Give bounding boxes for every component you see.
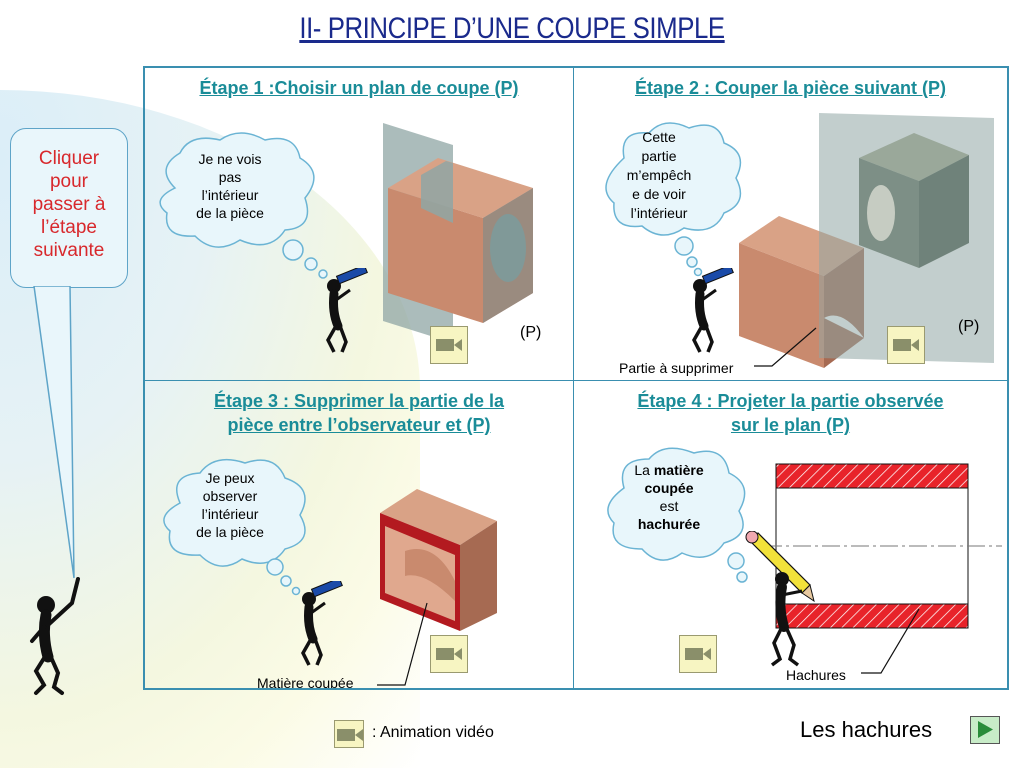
next-step-callout: Cliquer pour passer à l’étape suivante [10,128,128,288]
next-page-label[interactable]: Les hachures [800,717,933,742]
thought-line: partie [641,148,677,164]
thought-word-bold: hachurée [637,516,701,532]
thought-cloud-icon [605,122,742,277]
camera-icon [685,648,711,660]
thought-text: Je ne vois pas l’intérieur de la pièce [170,150,290,222]
observer-telescope-icon [326,268,368,353]
title-line: pièce entre l’observateur et (P) [227,415,491,435]
callout-line: l’étape [41,217,97,238]
observer-telescope-icon [692,268,734,353]
video-button[interactable] [887,326,925,364]
callout-line: suivante [33,240,105,261]
camera-icon [436,648,462,660]
thought-line: observer [202,488,258,504]
stick-figure-pointing-icon [30,577,80,695]
video-button[interactable] [679,635,717,673]
hatch-label: Hachures [786,667,846,683]
thought-text: La matière coupée est hachurée [614,461,724,533]
thought-line: de la pièce [196,205,264,221]
step-3-title: Étape 3 : Supprimer la partie de la pièc… [145,389,573,437]
play-arrow-icon [978,721,993,738]
observer-telescope-icon [301,581,343,666]
thought-line: Je ne vois [198,151,262,167]
plane-label: (P) [958,318,980,335]
thought-line: coupée [614,479,724,497]
thought-line: Je peux [205,470,255,486]
legend-video-icon-box [334,720,364,748]
video-button[interactable] [430,326,468,364]
leader-line-icon [754,327,817,367]
thought-cloud-icon [163,458,306,596]
cut-material-label: Matière coupée [257,675,354,688]
remaining-part-with-plane-illustration [819,113,994,363]
next-page-button[interactable] [970,716,1000,744]
thought-cloud-icon [607,447,748,583]
legend-label: : Animation vidéo [372,724,494,741]
thought-line: est [659,498,679,514]
callout-line: Cliquer [38,148,100,169]
step-2-panel: Étape 2 : Couper la pièce suivant (P) Ce… [574,68,1007,381]
step-4-panel: Étape 4 : Projeter la partie observée su… [574,381,1007,688]
thought-cloud-icon [159,132,328,279]
sectioned-part-illustration [380,489,497,631]
callout-line: pour [49,171,89,192]
part-with-plane-illustration [383,123,533,343]
thought-word-bold: coupée [644,480,694,496]
step-4-title: Étape 4 : Projeter la partie observée su… [574,389,1007,437]
thought-line: m’empêch [626,167,692,183]
page-title: II- PRINCIPE D’UNE COUPE SIMPLE [299,12,725,45]
thought-line: l’intérieur [201,187,259,203]
thought-text: Cette partie m’empêch e de voir l’intéri… [604,128,714,223]
title-line: sur le plan (P) [730,415,851,435]
thought-line: La matière [614,461,724,479]
step-1-title: Étape 1 :Choisir un plan de coupe (P) [199,78,519,98]
leader-line-icon [377,602,428,686]
step-2-title: Étape 2 : Couper la pièce suivant (P) [634,78,947,98]
thought-line: Cette [642,129,676,145]
thought-line: pas [218,169,242,185]
camera-icon [436,339,462,351]
steps-grid: Étape 1 :Choisir un plan de coupe (P) Je… [143,66,1009,690]
thought-line: e de voir [632,186,686,202]
callout-tail-icon [33,286,75,579]
camera-icon [893,339,919,351]
step-1-panel: Étape 1 :Choisir un plan de coupe (P) Je… [145,68,574,381]
thought-line: hachurée [614,515,724,533]
thought-line: l’intérieur [201,506,259,522]
thought-word-bold: matière [653,462,704,478]
thought-line: l’intérieur [630,205,688,221]
leader-line-icon [861,608,920,674]
thought-word: La [634,462,654,478]
title-line: Étape 3 : Supprimer la partie de la [213,391,505,411]
step-3-panel: Étape 3 : Supprimer la partie de la pièc… [145,381,574,688]
plane-label: (P) [520,324,542,341]
part-to-remove-label: Partie à supprimer [619,360,734,376]
thought-text: Je peux observer l’intérieur de la pièce [170,469,290,541]
thought-line: de la pièce [196,524,264,540]
drawer-with-pencil-icon [745,531,815,667]
title-line: Étape 4 : Projeter la partie observée [637,391,944,411]
video-button[interactable] [430,635,468,673]
callout-line: passer à [32,194,106,215]
camera-icon [337,729,363,741]
